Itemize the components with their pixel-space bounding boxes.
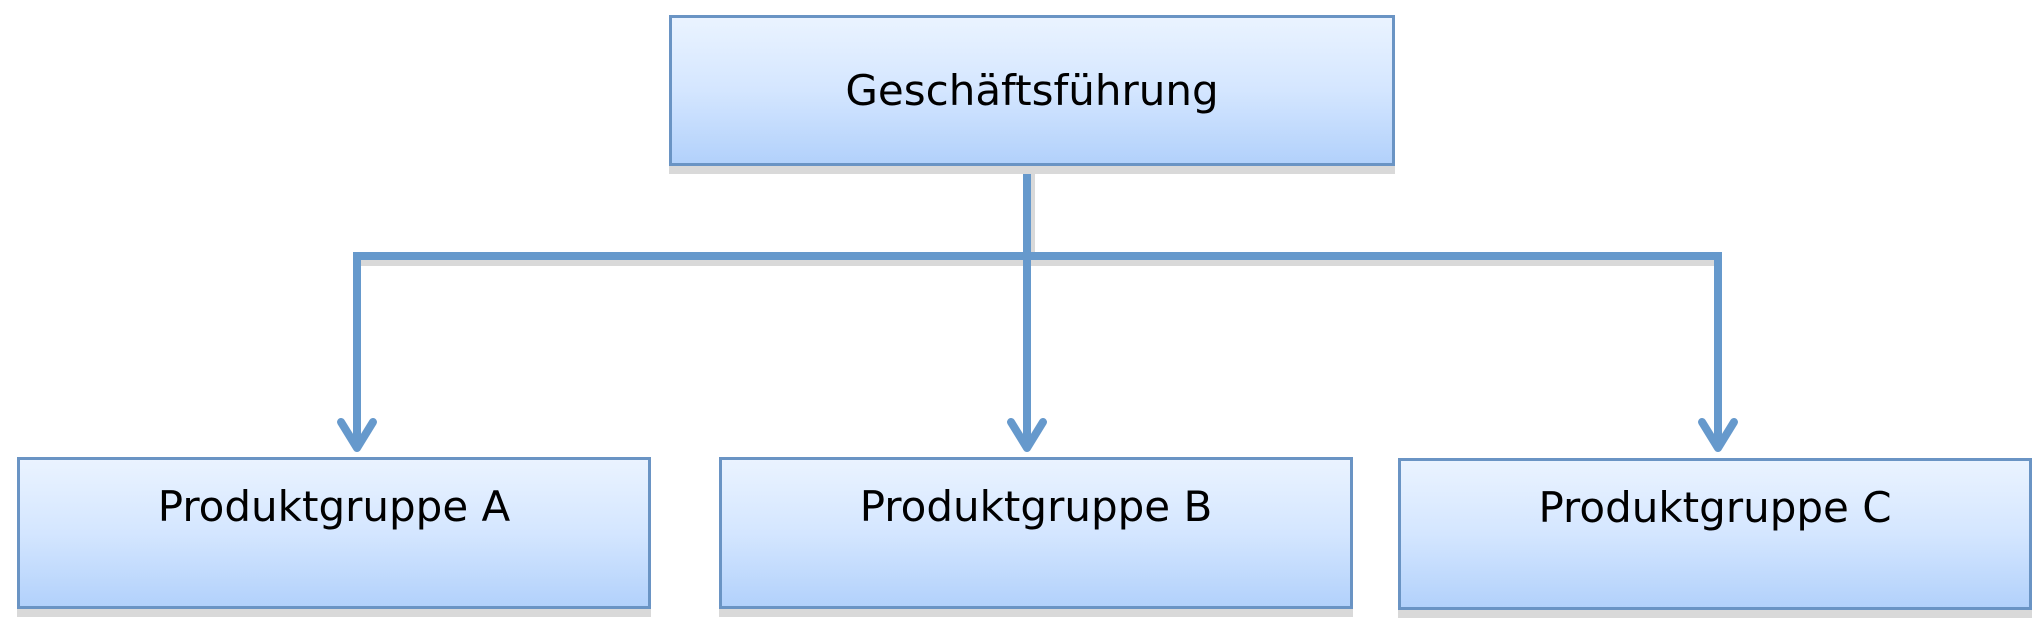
arrowhead-c-icon: [1698, 418, 1738, 452]
node-label: Produktgruppe B: [859, 482, 1213, 531]
connector-lines: [353, 162, 1722, 449]
node-produktgruppe-b: Produktgruppe B: [719, 457, 1353, 609]
arrowhead-a-icon: [337, 418, 377, 452]
node-produktgruppe-a: Produktgruppe A: [17, 457, 651, 609]
arrowhead-b-icon: [1007, 418, 1047, 452]
node-produktgruppe-c: Produktgruppe C: [1398, 458, 2032, 610]
node-label: Geschäftsführung: [845, 66, 1219, 115]
connector-shadows: [353, 168, 1722, 266]
horizontal-bus-line: [353, 252, 1722, 449]
node-label: Produktgruppe A: [157, 482, 511, 531]
node-label: Produktgruppe C: [1538, 483, 1892, 532]
arrowheads: [337, 418, 1738, 452]
node-geschaeftsfuehrung: Geschäftsführung: [669, 15, 1395, 166]
